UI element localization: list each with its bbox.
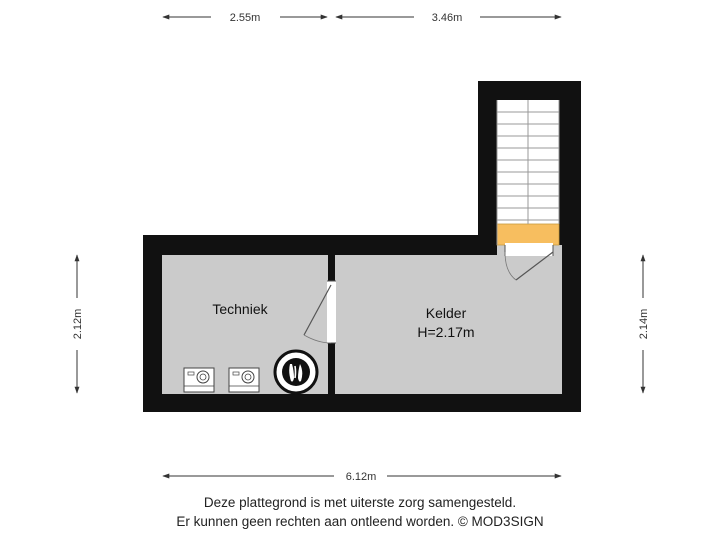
boiler-icon bbox=[273, 349, 319, 395]
dimension-label: 6.12m bbox=[346, 471, 377, 483]
door-leaf bbox=[303, 284, 332, 336]
dimension-top-left: 2.55m bbox=[162, 12, 328, 24]
dimension-label: 2.12m bbox=[72, 309, 84, 340]
door-stair bbox=[504, 243, 554, 281]
door-leaf bbox=[515, 251, 554, 281]
room-label-kelder: Kelder bbox=[426, 305, 467, 321]
washing-machine-icon bbox=[183, 367, 215, 393]
stair-landing bbox=[496, 223, 560, 246]
dimension-top-right: 3.46m bbox=[335, 12, 562, 24]
dimension-label: 2.14m bbox=[638, 309, 650, 340]
dimension-right: 2.14m bbox=[638, 254, 650, 394]
dimension-label: 2.55m bbox=[230, 12, 261, 24]
dimension-bottom: 6.12m bbox=[162, 471, 562, 483]
staircase bbox=[496, 100, 560, 246]
disclaimer-line-2: Er kunnen geen rechten aan ontleend word… bbox=[176, 514, 544, 529]
door-swing bbox=[303, 334, 332, 344]
room-height-kelder: H=2.17m bbox=[417, 324, 474, 340]
room-label-techniek: Techniek bbox=[212, 301, 268, 317]
dimension-left: 2.12m bbox=[72, 254, 84, 394]
dryer-icon bbox=[228, 367, 260, 393]
dimension-label: 3.46m bbox=[432, 12, 463, 24]
door-techniek bbox=[303, 280, 336, 344]
floors bbox=[162, 245, 562, 394]
disclaimer-line-1: Deze plattegrond is met uiterste zorg sa… bbox=[203, 495, 517, 510]
kelder-floor bbox=[335, 255, 562, 394]
door-swing bbox=[504, 251, 517, 281]
